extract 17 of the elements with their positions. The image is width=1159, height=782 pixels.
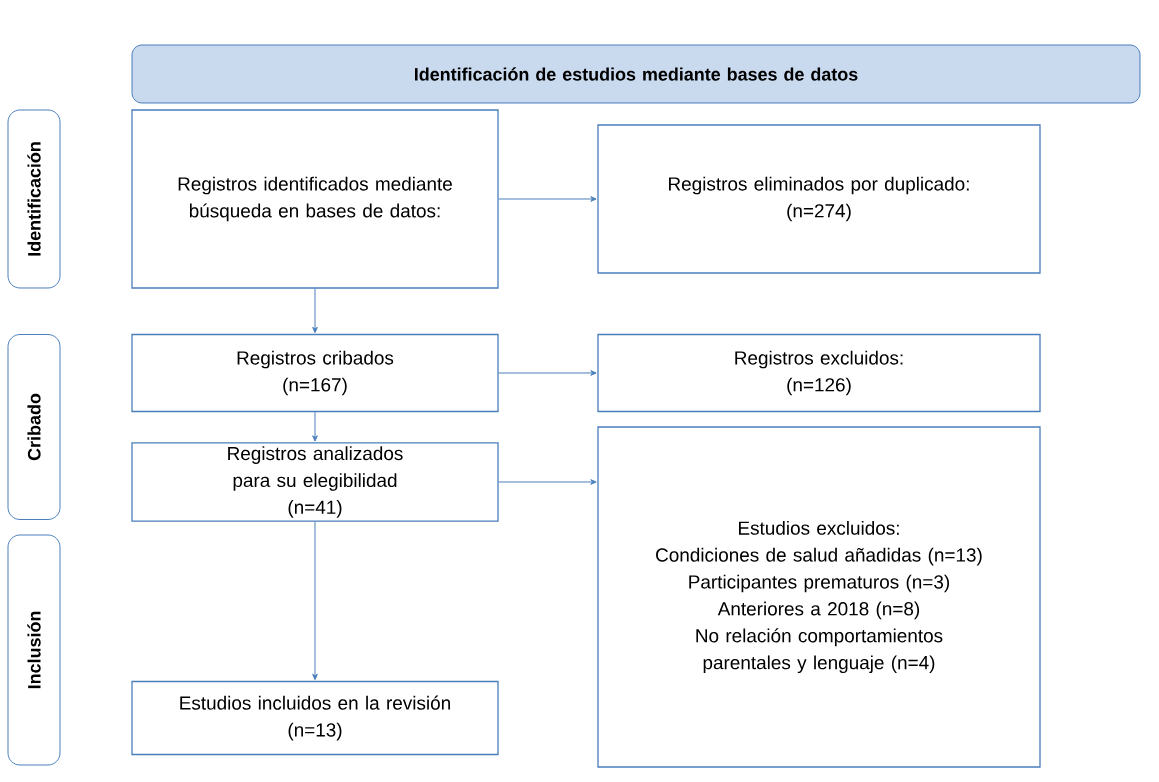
arrow bbox=[312, 411, 318, 442]
process-box: Estudios incluidos en la revisión (n=13) bbox=[131, 680, 499, 756]
process-box: Registros analizados para su elegibilidad (n=41) bbox=[131, 442, 499, 522]
header-band: Identificación de estudios mediante bases de datos bbox=[131, 44, 1141, 104]
stage-label-band: Cribado bbox=[7, 334, 61, 520]
arrow bbox=[312, 288, 318, 334]
arrow bbox=[498, 370, 597, 376]
process-box: Registros cribados (n=167) bbox=[131, 333, 499, 413]
stage-label-band: Inclusión bbox=[7, 534, 61, 766]
process-box: Estudios excluidos: Condiciones de salud añadidas (n=13) Participantes prematuros (n=3) Anteriores a 2018 (n=8) No relación comportamientos parentales y lenguaje (n=4) bbox=[597, 426, 1041, 768]
process-box: Registros identificados mediante búsqueda en bases de datos: bbox=[131, 109, 499, 289]
process-box: Registros eliminados por duplicado: (n=274) bbox=[597, 124, 1041, 274]
arrow bbox=[498, 479, 597, 485]
arrow bbox=[312, 521, 318, 681]
arrow bbox=[498, 196, 597, 202]
process-box: Registros excluidos: (n=126) bbox=[597, 333, 1041, 413]
stage-label-band: Identificación bbox=[7, 109, 61, 289]
